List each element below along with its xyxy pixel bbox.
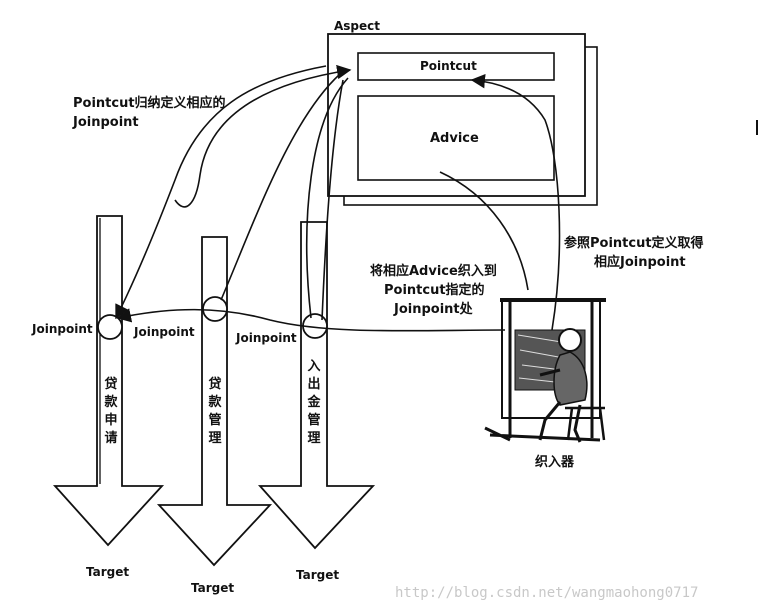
joinpoint-circle-2 xyxy=(202,296,228,322)
pointcut-defines-note: Pointcut归纳定义相应的 Joinpoint xyxy=(72,95,230,130)
weave-advice-line3: Joinpoint处 xyxy=(393,301,474,317)
aspect-title: Aspect xyxy=(334,19,380,33)
target-label-3: Target xyxy=(296,568,339,582)
pointcut-to-joinpoint-curves xyxy=(115,64,352,321)
joinpoint-label-3: Joinpoint xyxy=(235,331,297,345)
joinpoint-label-2: Joinpoint xyxy=(133,325,195,339)
target-label-1: Target xyxy=(86,565,129,579)
weave-advice-line1: 将相应Advice织入到 xyxy=(370,263,497,279)
pointcut-defines-line1: Pointcut归纳定义相应的 xyxy=(73,95,226,111)
target-name-char: 贷 xyxy=(104,376,117,392)
target-name-char: 管 xyxy=(307,412,320,428)
weave-advice-line2: Pointcut指定的 xyxy=(384,282,485,298)
target-name-char: 管 xyxy=(208,412,221,428)
target-arrow-2 xyxy=(156,236,273,567)
lookup-pointcut-line1: 参照Pointcut定义取得 xyxy=(564,235,704,251)
target-name-char: 金 xyxy=(306,394,321,410)
lookup-pointcut-line2: 相应Joinpoint xyxy=(594,254,686,270)
target-name-3: 入出金管理 xyxy=(306,359,321,446)
advice-curve xyxy=(439,171,529,291)
target-name-char: 贷 xyxy=(208,376,221,392)
target-name-char: 理 xyxy=(208,431,221,446)
advice-label: Advice xyxy=(430,131,479,146)
target-name-2: 贷款管理 xyxy=(208,376,222,446)
weaver-label: 织入器 xyxy=(535,454,575,470)
advice-box: Advice xyxy=(357,95,555,181)
pointcut-label: Pointcut xyxy=(420,59,477,73)
weave-advice-note: 将相应Advice织入到 Pointcut指定的 Joinpoint处 xyxy=(370,263,501,317)
target-arrow-1 xyxy=(52,215,165,547)
target-label-2: Target xyxy=(191,581,234,595)
lookup-pointcut-note: 参照Pointcut定义取得 相应Joinpoint xyxy=(564,235,708,270)
target-name-char: 款 xyxy=(208,394,222,410)
target-name-char: 理 xyxy=(307,431,320,446)
weave-curve xyxy=(116,308,506,332)
pointcut-defines-line2: Joinpoint xyxy=(72,115,139,130)
target-name-char: 请 xyxy=(104,430,117,446)
lookup-curve xyxy=(470,74,561,331)
target-name-char: 出 xyxy=(307,376,320,392)
joinpoint-circle-1 xyxy=(97,314,123,340)
watermark: http://blog.csdn.net/wangmaohong0717 xyxy=(395,585,698,601)
pointcut-box: Pointcut xyxy=(357,52,555,81)
target-arrow-3 xyxy=(257,221,376,550)
target-name-1: 贷款申请 xyxy=(104,376,118,446)
target-name-char: 款 xyxy=(104,394,118,410)
aspect-box: Aspect Pointcut Advice xyxy=(327,19,598,206)
target-name-char: 申 xyxy=(104,412,117,428)
weaver-figure xyxy=(484,298,606,443)
joinpoint-label-1: Joinpoint xyxy=(31,322,93,336)
target-name-char: 入 xyxy=(307,359,320,374)
